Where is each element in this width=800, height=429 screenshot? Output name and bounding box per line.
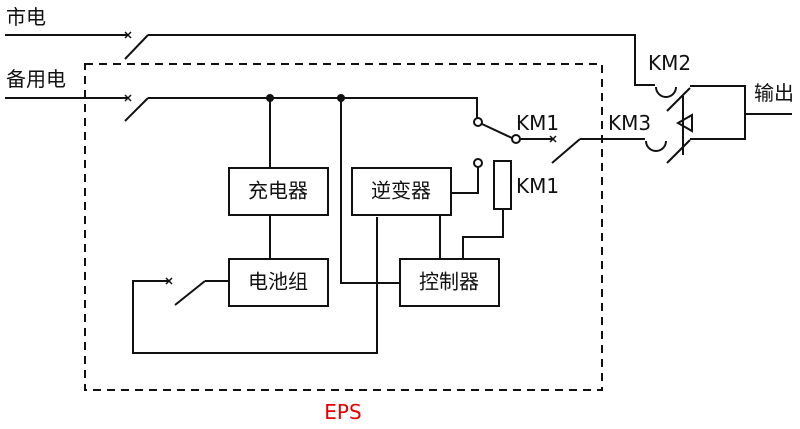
eps-label: EPS (324, 400, 361, 424)
charger-label: 充电器 (248, 179, 308, 203)
km1-x-icon (549, 135, 557, 143)
inverter-label: 逆变器 (371, 179, 431, 203)
battery-label: 电池组 (248, 270, 308, 294)
eps-enclosure (84, 63, 603, 391)
backup-line (5, 94, 478, 122)
km1-coil (493, 160, 512, 210)
interlock-output (666, 85, 792, 164)
mains-breaker-blade (124, 34, 149, 60)
battery-block (228, 258, 329, 307)
charger-block (228, 167, 329, 216)
controller-block (399, 258, 500, 307)
backup-breaker-x-icon (124, 94, 132, 102)
inverter-block (351, 167, 452, 216)
backup-label: 备用电 (6, 67, 66, 91)
interlock-triangle-icon (675, 113, 693, 133)
km3-label: KM3 (608, 111, 651, 135)
controller-label: 控制器 (419, 270, 479, 294)
km1-switch-label: KM1 (516, 111, 559, 135)
km1-switch (473, 117, 557, 144)
battery-switch-loop (132, 217, 378, 354)
mains-breaker-x-icon (124, 31, 132, 39)
km2-contact-arc (655, 86, 677, 98)
km3-line (551, 138, 667, 164)
km1-coil-label: KM1 (516, 174, 559, 198)
km3-contact-arc (645, 140, 667, 152)
output-label: 输出 (754, 81, 794, 105)
mains-line (5, 31, 655, 86)
km2-label: KM2 (648, 51, 691, 75)
mains-label: 市电 (6, 5, 46, 29)
inverter-contact-ring (473, 158, 483, 168)
backup-breaker-blade (124, 97, 149, 122)
